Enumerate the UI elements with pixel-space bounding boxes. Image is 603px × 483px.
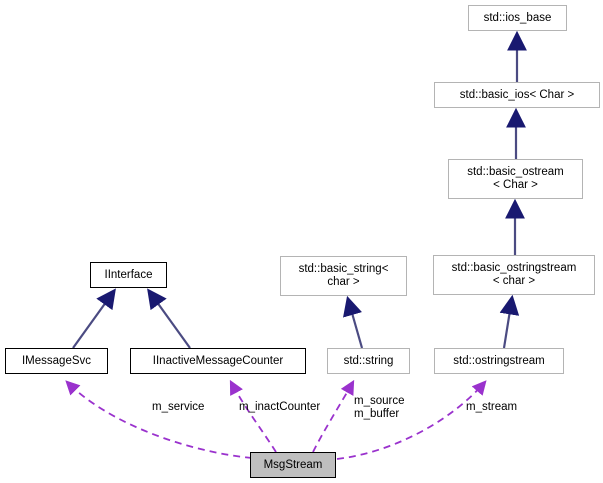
node-iinterface[interactable]: IInterface [90,262,167,288]
edge-iinactive-to-iinterface [147,288,191,349]
edge-label-m-service: m_service [152,401,205,413]
usage-edges [65,379,487,460]
edge-label-m-inactcounter: m_inactCounter [239,401,321,413]
node-iinactivemessagecounter[interactable]: IInactiveMessageCounter [130,348,306,374]
edge-ostringstream-to-basic_ostringstream [499,294,520,349]
node-std-basic-ostream[interactable]: std::basic_ostream < Char > [448,159,583,199]
node-std-basic-string[interactable]: std::basic_string< char > [280,256,407,296]
node-std-ios-base[interactable]: std::ios_base [468,5,567,31]
node-std-string[interactable]: std::string [327,348,410,374]
node-std-basic-ios[interactable]: std::basic_ios< Char > [434,82,600,108]
node-std-basic-ostringstream[interactable]: std::basic_ostringstream < char > [433,255,595,295]
node-imessagesvc[interactable]: IMessageSvc [5,348,108,374]
node-msgstream[interactable]: MsgStream [250,452,336,478]
node-std-ostringstream[interactable]: std::ostringstream [434,348,564,374]
edge-label-m-source-buffer: m_source m_buffer [354,395,405,420]
edge-msgstream-to-imessagesvc [65,380,253,459]
edge-msgstream-to-iinactive [229,379,277,453]
edge-imessagesvc-to-iinterface [72,288,116,349]
edge-string-to-basic_string [343,295,364,349]
edge-label-m-stream: m_stream [466,401,518,413]
edge-msgstream-to-string [312,379,355,453]
